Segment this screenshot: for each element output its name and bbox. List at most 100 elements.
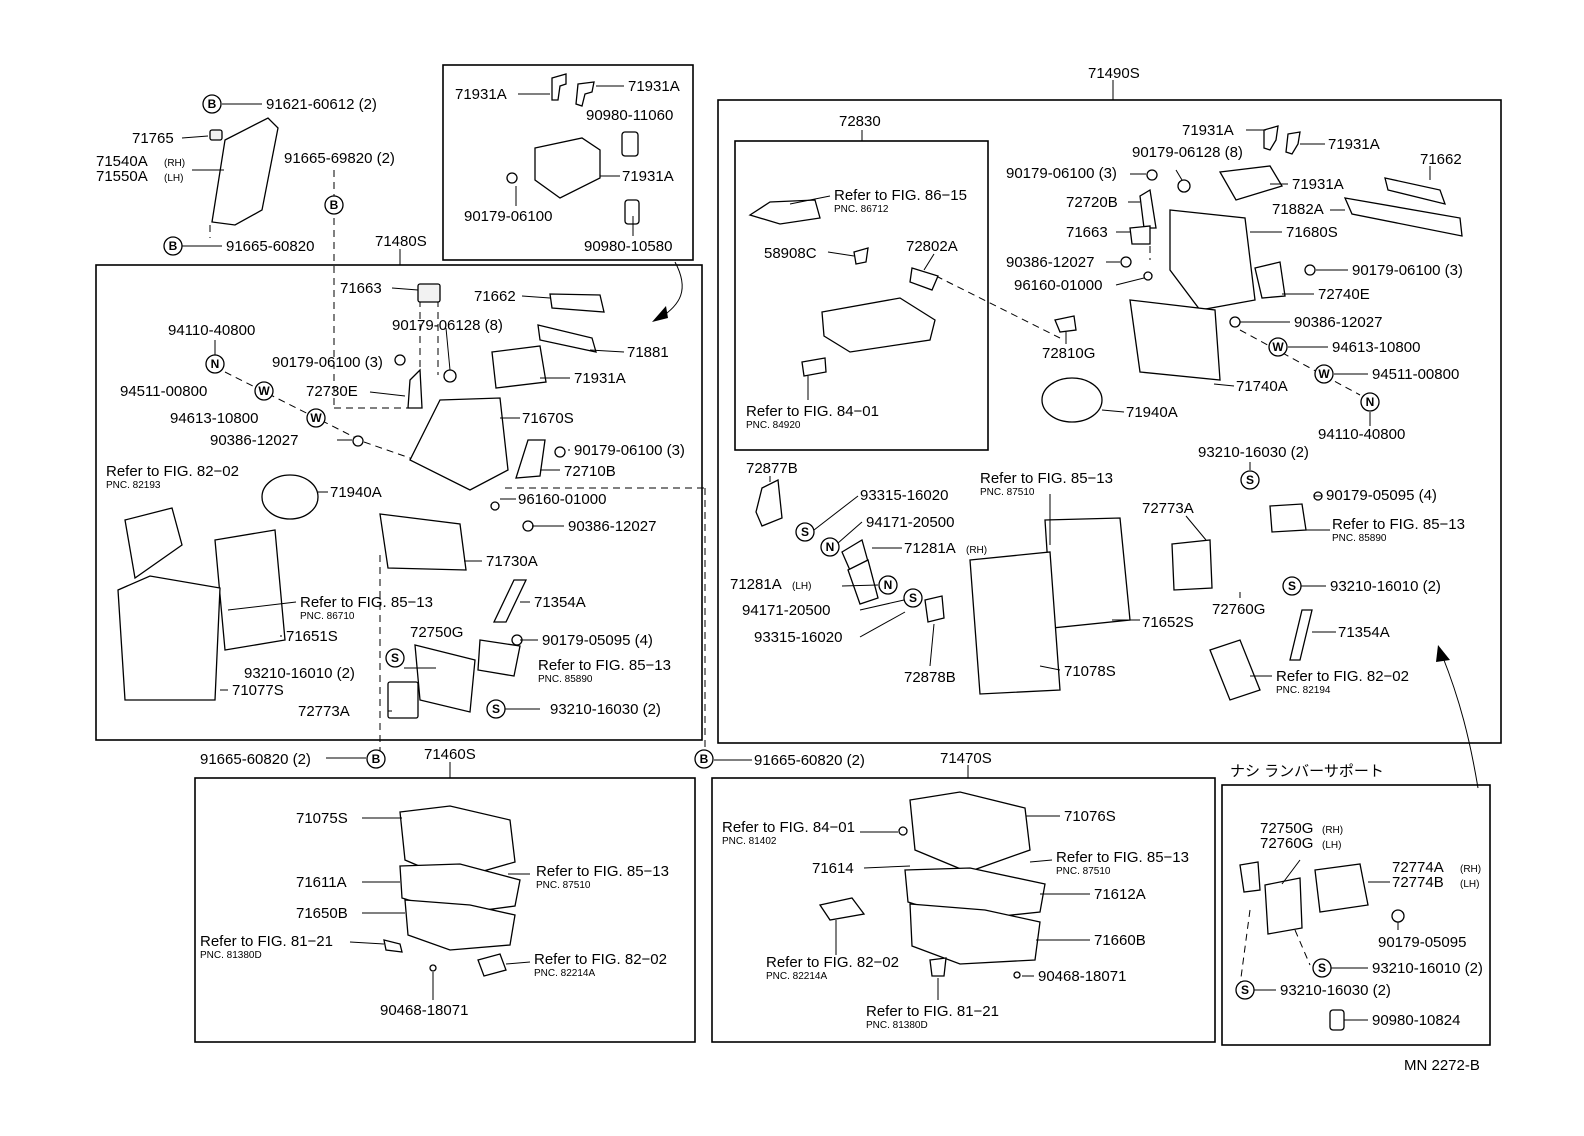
group-box-71490s	[717, 99, 1502, 744]
part-label: 71931A	[574, 370, 626, 387]
part-label: 91621-60612 (2)	[266, 96, 377, 113]
part-label: 91665-60820	[226, 238, 314, 255]
part-label: 93210-16010 (2)	[244, 665, 355, 682]
part-label: 71662	[474, 288, 516, 305]
part-label: 90468-18071	[1038, 968, 1126, 985]
part-label-side: (LH)	[164, 173, 183, 184]
pillar-trim-part	[211, 117, 279, 226]
part-label-side: (RH)	[1322, 825, 1343, 836]
part-label: 72760G	[1212, 601, 1265, 618]
part-label: 90386-12027	[568, 518, 656, 535]
part-label: 71931A	[1328, 136, 1380, 153]
pnc-label: PNC. 81380D	[200, 950, 262, 961]
pnc-label: PNC. 85890	[1332, 533, 1387, 544]
lumbar-support-note: ナシ ランバーサポート	[1230, 763, 1384, 780]
pnc-label: PNC. 82214A	[766, 971, 827, 982]
part-label: 90468-18071	[380, 1002, 468, 1019]
pnc-label: PNC. 87510	[1056, 866, 1111, 877]
part-label: 58908C	[764, 245, 817, 262]
part-label: Refer to FIG. 84−01	[746, 403, 879, 420]
seatback-panel-part-b	[1044, 517, 1131, 629]
part-label: 94613-10800	[1332, 339, 1420, 356]
part-label: 71940A	[1126, 404, 1178, 421]
part-label: 93210-16030 (2)	[1198, 444, 1309, 461]
part-label: 71540A	[96, 153, 148, 170]
symbol-s-6: S	[1282, 576, 1302, 596]
seatback-frame-part-b	[379, 513, 467, 571]
part-label: 90980-10580	[584, 238, 672, 255]
diagram-reference-code: MN 2272-B	[1404, 1057, 1480, 1074]
part-label-side: (RH)	[164, 158, 185, 169]
part-label: 94511-00800	[1372, 366, 1459, 383]
symbol-n-3: N	[820, 537, 840, 557]
symbol-s-8: S	[1235, 980, 1255, 1000]
part-label: 71931A	[1292, 176, 1344, 193]
pnc-label: PNC. 81380D	[866, 1020, 928, 1031]
svg-text:N: N	[1366, 395, 1375, 409]
svg-text:W: W	[1272, 340, 1284, 354]
part-label: 90179-05095	[1378, 934, 1466, 951]
part-label: 71354A	[534, 594, 586, 611]
part-label: 71354A	[1338, 624, 1390, 641]
part-label: 71680S	[1286, 224, 1338, 241]
part-label: 72802A	[906, 238, 958, 255]
part-label: 90179-06128 (8)	[392, 317, 503, 334]
svg-text:B: B	[372, 752, 381, 766]
part-label: 91665-60820 (2)	[200, 751, 311, 768]
seat-cushion-cover-part-b	[909, 791, 1031, 873]
part-label: 91665-69820 (2)	[284, 150, 395, 167]
svg-text:S: S	[1246, 473, 1254, 487]
part-label: 71882A	[1272, 201, 1324, 218]
part-label: 90179-06100 (3)	[272, 354, 383, 371]
seatback-frame-part-c	[1169, 209, 1256, 311]
part-label: 72878B	[904, 669, 956, 686]
part-label: 96160-01000	[518, 491, 606, 508]
part-label: 72710B	[564, 463, 616, 480]
symbol-s-5: S	[903, 588, 923, 608]
part-label: 94511-00800	[120, 383, 207, 400]
part-label: 72720B	[1066, 194, 1118, 211]
symbol-w-3: W	[1268, 337, 1288, 357]
part-label: 90179-06100 (3)	[574, 442, 685, 459]
part-label: Refer to FIG. 85−13	[1056, 849, 1189, 866]
svg-text:N: N	[826, 540, 835, 554]
part-label: 94110-40800	[168, 322, 255, 339]
part-label: 90386-12027	[1006, 254, 1094, 271]
seatback-panel-part-a	[214, 529, 286, 651]
part-label: 71650B	[296, 905, 348, 922]
part-label: 72750G	[410, 624, 463, 641]
group-title-71480s: 71480S	[375, 233, 427, 250]
part-label: 71652S	[1142, 614, 1194, 631]
part-label: 90179-06100 (3)	[1352, 262, 1463, 279]
svg-text:N: N	[211, 357, 220, 371]
part-label: 93315-16020	[860, 487, 948, 504]
part-label: 72877B	[746, 460, 798, 477]
part-label: 90179-06100 (3)	[1006, 165, 1117, 182]
part-label: 93210-16010 (2)	[1372, 960, 1483, 977]
pnc-label: PNC. 82193	[106, 480, 161, 491]
part-label: 90386-12027	[210, 432, 298, 449]
part-label: 71611A	[296, 874, 347, 891]
svg-text:S: S	[1288, 579, 1296, 593]
symbol-n-2: N	[1360, 392, 1380, 412]
part-label: Refer to FIG. 82−02	[534, 951, 667, 968]
svg-text:S: S	[801, 525, 809, 539]
pnc-label: PNC. 82214A	[534, 968, 595, 979]
part-label: 71078S	[1064, 663, 1116, 680]
svg-text:N: N	[884, 578, 893, 592]
svg-text:W: W	[1318, 367, 1330, 381]
part-label-side: (RH)	[1460, 864, 1481, 875]
symbol-n-1: N	[205, 354, 225, 374]
part-label: 71076S	[1064, 808, 1116, 825]
armrest-part	[821, 297, 936, 353]
recliner-cover-part-a	[534, 137, 601, 199]
seatback-frame-part-a	[409, 397, 509, 491]
symbol-s-3: S	[1240, 470, 1260, 490]
symbol-s-4: S	[795, 522, 815, 542]
part-label: 71075S	[296, 810, 348, 827]
pnc-label: PNC. 84920	[746, 420, 801, 431]
recliner-cover-part-c	[1218, 165, 1283, 201]
part-label: 90980-11060	[586, 107, 673, 124]
part-label: Refer to FIG. 82−02	[1276, 668, 1409, 685]
svg-text:B: B	[330, 198, 339, 212]
